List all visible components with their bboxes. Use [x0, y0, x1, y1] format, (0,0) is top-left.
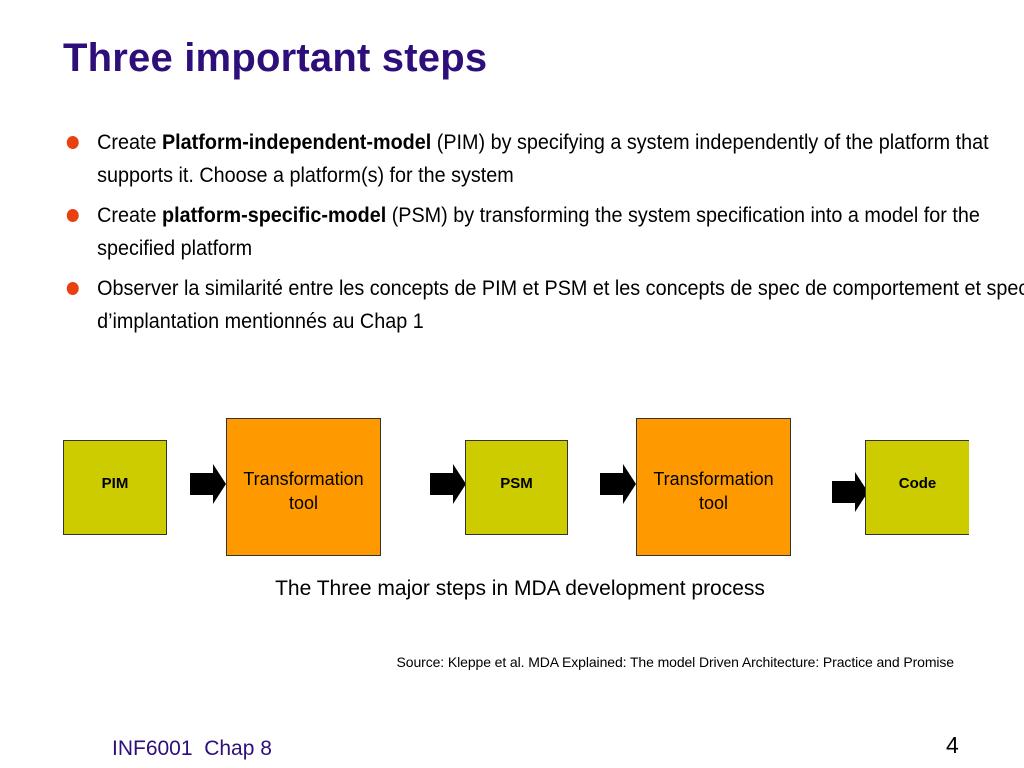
node-label: Transformation tool [243, 469, 364, 513]
slide-title: Three important steps [63, 36, 488, 80]
bullet-dot-icon [66, 282, 79, 295]
source-citation: Source: Kleppe et al. MDA Explained: The… [396, 654, 955, 670]
bullet-dot-icon [66, 209, 79, 222]
bullet-dot-icon [66, 136, 79, 149]
node-label: Code [898, 475, 937, 492]
bullet-item-observe: Observer la similarité entre les concept… [64, 272, 1024, 338]
footer-course-label: INF6001 Chap 8 [112, 737, 272, 760]
bullet-item-psm: Create platform-specific-model (PSM) by … [64, 199, 1024, 265]
arrow-right-icon [430, 464, 466, 504]
node-label: PIM [101, 475, 129, 492]
node-transformation-tool-1: Transformation tool [226, 418, 381, 556]
bullet-suffix: (PSM) by transforming the system specifi… [97, 203, 980, 260]
arrow-right-icon [600, 464, 636, 504]
arrow-right-icon [832, 472, 868, 512]
node-pim: PIM [63, 440, 167, 535]
bullet-text: Observer la similarité entre les concept… [97, 276, 1024, 333]
bullet-prefix: Create [97, 203, 162, 227]
node-label: Transformation tool [653, 469, 774, 513]
arrow-right-icon [190, 464, 226, 504]
bullet-list: Create Platform-independent-model (PIM) … [64, 126, 1024, 345]
diagram-caption: The Three major steps in MDA development… [275, 577, 765, 600]
node-label: PSM [500, 475, 533, 492]
bullet-suffix: (PIM) by specifying a system independent… [97, 130, 989, 187]
bullet-item-pim: Create Platform-independent-model (PIM) … [64, 126, 1024, 192]
node-psm: PSM [465, 440, 568, 535]
node-transformation-tool-2: Transformation tool [636, 418, 791, 556]
bullet-prefix: Create [97, 130, 162, 154]
node-code: Code [865, 440, 969, 535]
bullet-bold-term: platform-specific-model [161, 203, 387, 227]
bullet-bold-term: Platform-independent-model [161, 130, 432, 154]
page-number: 4 [946, 732, 959, 758]
